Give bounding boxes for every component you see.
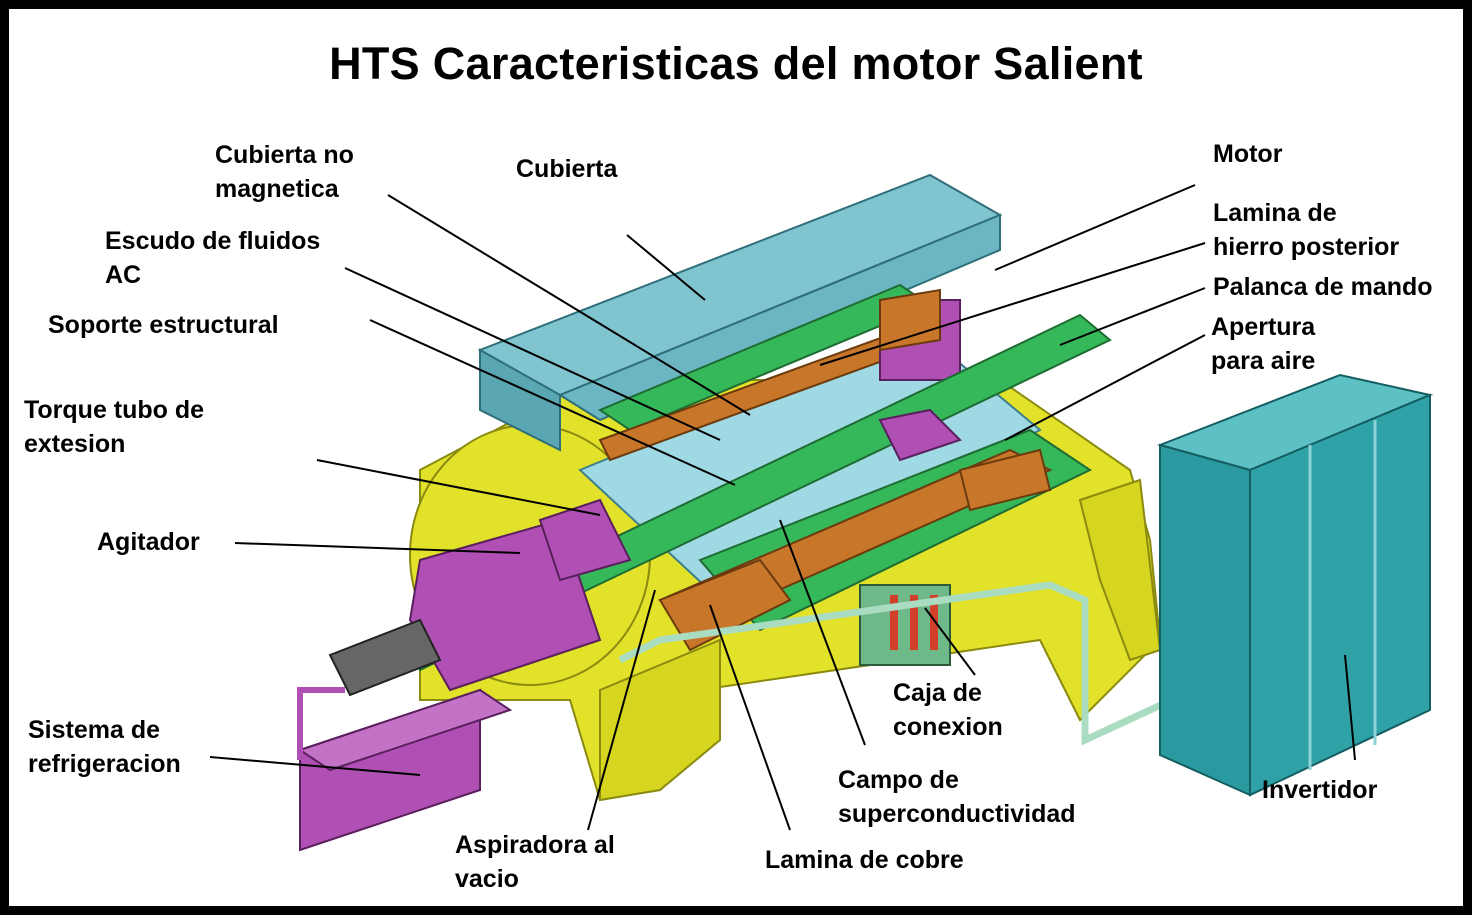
leader-escudo xyxy=(344,267,721,441)
connection-terminal-1 xyxy=(890,595,898,650)
label-line: magnetica xyxy=(215,175,339,203)
leader-cubierta xyxy=(626,234,706,301)
leader-caja xyxy=(924,607,976,676)
label-line: Sistema de xyxy=(28,716,161,744)
label-line: Cubierta no xyxy=(215,141,354,169)
label-line: refrigeracion xyxy=(28,750,181,778)
leader-cubierta-no-magnetica xyxy=(387,194,751,416)
lower-coil xyxy=(658,558,792,652)
leader-torque xyxy=(316,459,601,516)
label-line: Motor xyxy=(1213,140,1283,168)
orange-coil xyxy=(879,288,941,352)
inverter-side xyxy=(1249,393,1431,797)
right-coil xyxy=(958,448,1052,512)
label-line: extesion xyxy=(24,430,126,458)
label-caja: Caja de conexion xyxy=(893,676,1003,744)
leader-campo xyxy=(779,519,866,746)
label-line: Apertura xyxy=(1211,313,1316,341)
label-campo: Campo de superconductividad xyxy=(838,763,1076,831)
connection-terminal-2 xyxy=(910,595,918,650)
cooling-unit-top xyxy=(297,688,513,772)
leader-lamina-cobre xyxy=(709,604,791,831)
inverter-front xyxy=(1159,443,1251,797)
label-line: Agitador xyxy=(97,528,200,556)
label-line: vacio xyxy=(455,865,519,893)
label-cubierta: Cubierta xyxy=(516,152,617,186)
label-palanca: Palanca de mando xyxy=(1213,270,1433,304)
label-line: Aspiradora al xyxy=(455,831,615,859)
label-line: Soporte estructural xyxy=(48,311,279,339)
cover-side xyxy=(557,213,1001,422)
label-lamina-hierro: Lamina de hierro posterior xyxy=(1213,196,1399,264)
label-line: Escudo de fluidos xyxy=(105,227,321,255)
label-line: conexion xyxy=(893,713,1003,741)
label-line: Lamina de xyxy=(1213,199,1337,227)
label-line: Torque tubo de xyxy=(24,396,205,424)
label-line: Invertidor xyxy=(1262,776,1378,804)
label-motor: Motor xyxy=(1213,137,1282,171)
label-line: Cubierta xyxy=(516,155,618,183)
cooling-pipe xyxy=(297,687,345,760)
inverter-cable xyxy=(618,581,1217,746)
leader-apertura xyxy=(1004,334,1206,441)
label-line: Lamina de cobre xyxy=(765,846,964,874)
leader-motor xyxy=(994,184,1196,271)
label-line: superconductividad xyxy=(838,800,1076,828)
label-cubierta-no-magnetica: Cubierta no magnetica xyxy=(215,138,354,206)
shaft-coupling xyxy=(328,618,442,697)
label-invertidor: Invertidor xyxy=(1262,773,1377,807)
label-aspiradora: Aspiradora al vacio xyxy=(455,828,615,896)
leader-invertidor xyxy=(1344,654,1356,761)
leader-lamina-hierro xyxy=(819,242,1206,366)
leader-aspiradora xyxy=(587,589,656,831)
leader-palanca xyxy=(1059,287,1206,346)
leader-agitador xyxy=(234,542,521,554)
label-line: Campo de xyxy=(838,766,959,794)
motor-frame-leg-right xyxy=(1078,478,1162,662)
connection-terminal-3 xyxy=(930,595,938,650)
purple-segment-2 xyxy=(878,408,962,462)
label-sistema-refrigeracion: Sistema de refrigeracion xyxy=(28,713,181,781)
label-line: Palanca de mando xyxy=(1213,273,1433,301)
left-purple-housing xyxy=(408,518,602,692)
label-torque-tubo: Torque tubo de extesion xyxy=(24,393,204,461)
label-line: Caja de xyxy=(893,679,982,707)
label-escudo-fluidos: Escudo de fluidos AC xyxy=(105,224,320,292)
label-line: AC xyxy=(105,261,142,289)
label-lamina-cobre: Lamina de cobre xyxy=(765,843,964,877)
label-soporte-estructural: Soporte estructural xyxy=(48,308,279,342)
leader-lines xyxy=(209,184,1356,831)
label-line: para aire xyxy=(1211,347,1316,375)
label-line: hierro posterior xyxy=(1213,233,1400,261)
leader-soporte xyxy=(369,319,736,486)
cover-front xyxy=(479,348,561,452)
label-agitador: Agitador xyxy=(97,525,200,559)
purple-segment-1 xyxy=(538,498,632,582)
label-apertura: Apertura para aire xyxy=(1211,310,1315,378)
diagram-title: HTS Caracteristicas del motor Salient xyxy=(329,38,1143,89)
leader-refrigeracion xyxy=(209,756,421,776)
